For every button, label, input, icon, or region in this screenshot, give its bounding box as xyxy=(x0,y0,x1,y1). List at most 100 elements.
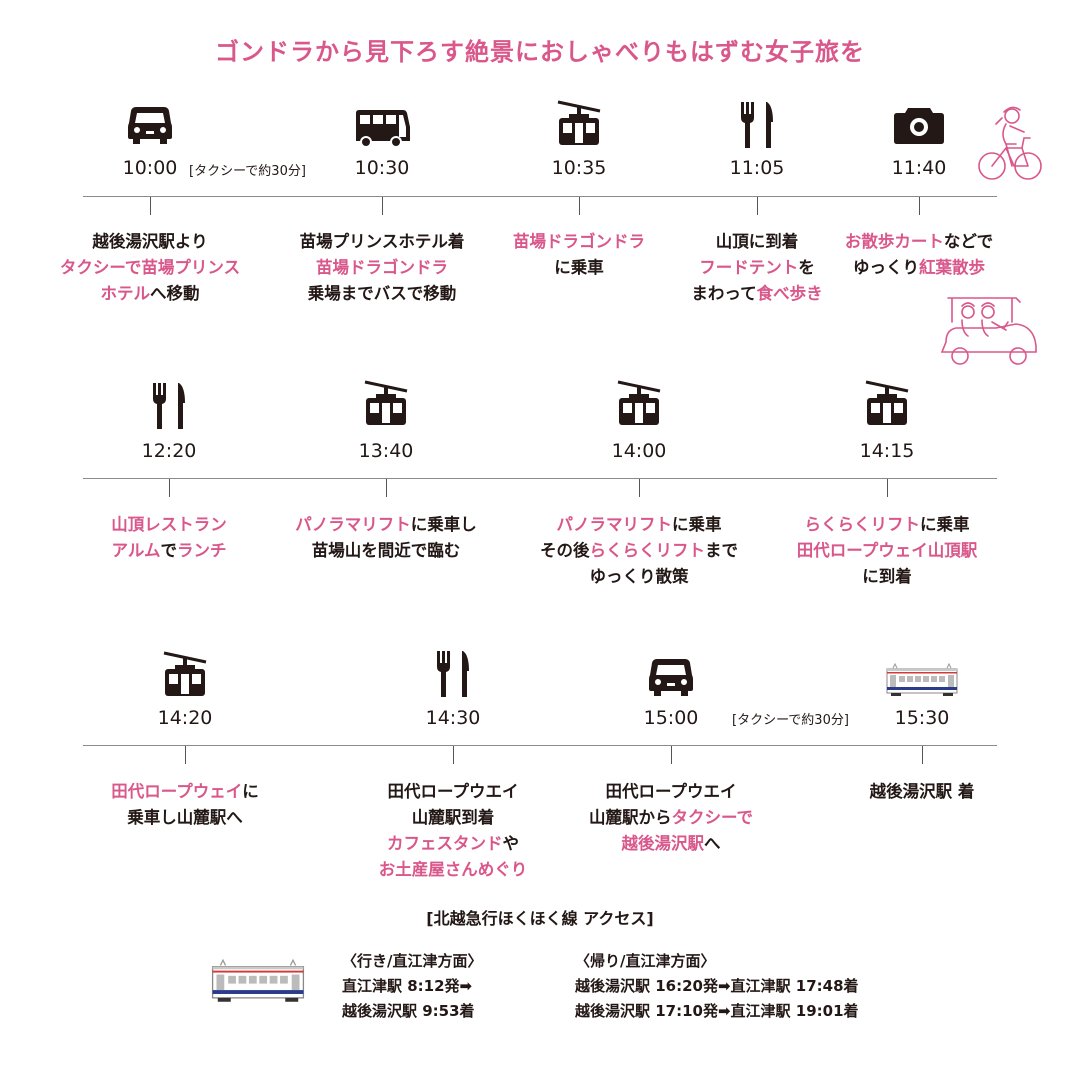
stop-time: 13:40 xyxy=(358,440,414,462)
description-line: 田代ロープウェイ山頂駅 xyxy=(747,538,1027,564)
highlight-text: 食べ歩き xyxy=(756,284,823,303)
stop-description: 苗場ドラゴンドラに乗車 xyxy=(439,229,719,281)
stop-description: 山頂に到着フードテントをまわって食べ歩き xyxy=(617,229,897,307)
description-line: 田代ロープウエイ xyxy=(531,779,811,805)
car-icon xyxy=(128,104,172,146)
description-line: 苗場ドラゴンドラ xyxy=(439,229,719,255)
highlight-text: らくらくリフト xyxy=(804,515,921,534)
plain-text: 山頂に到着 xyxy=(715,232,799,251)
description-line: に乗車 xyxy=(439,255,719,281)
train-icon xyxy=(210,955,306,1007)
description-line: パノラマリフトに乗車し xyxy=(246,512,526,538)
page-title: ゴンドラから見下ろす絶景におしゃべりもはずむ女子旅を xyxy=(215,38,865,66)
stop-description: 田代ロープウエイ山麓駅到着カフェスタンドやお土産屋さんめぐり xyxy=(313,779,593,883)
description-line: まわって食べ歩き xyxy=(617,281,897,307)
plain-text: で xyxy=(160,541,178,560)
timeline-tick xyxy=(150,197,151,215)
plain-text: その後 xyxy=(540,541,590,560)
train-icon xyxy=(885,660,959,700)
plain-text: などで xyxy=(943,232,994,251)
highlight-text: 越後湯沢駅 xyxy=(621,834,705,853)
description-line: ゆっくり紅葉散歩 xyxy=(779,255,1059,281)
description-line: 山頂に到着 xyxy=(617,229,897,255)
stop-description: 越後湯沢駅 着 xyxy=(782,779,1062,805)
highlight-text: アルム xyxy=(111,541,161,560)
timeline-tick xyxy=(922,746,923,764)
highlight-text: 田代ロープウェイ山頂駅 xyxy=(796,541,978,560)
timeline-tick xyxy=(453,746,454,764)
stop-time: 10:35 xyxy=(551,157,607,179)
return-line: 越後湯沢駅 17:10発➡直江津駅 19:01着 xyxy=(575,1002,859,1020)
plain-text: に乗車 xyxy=(920,515,970,534)
timeline-tick xyxy=(386,479,387,497)
highlight-text: パノラマリフト xyxy=(556,515,673,534)
description-line: 乗場までバスで移動 xyxy=(242,281,522,307)
stop-description: 山頂レストランアルムでランチ xyxy=(29,512,309,564)
plain-text: に xyxy=(242,782,259,801)
gondola-icon xyxy=(617,380,661,426)
stop-description: 田代ロープウェイに乗車し山麓駅へ xyxy=(45,779,325,831)
plain-text: 山麓駅から xyxy=(588,808,672,827)
description-line: らくらくリフトに乗車 xyxy=(747,512,1027,538)
timeline-tick xyxy=(169,479,170,497)
timeline-tick xyxy=(185,746,186,764)
plain-text: 苗場プリンスホテル着 xyxy=(299,232,465,251)
plain-text: や xyxy=(502,834,520,853)
plain-text: ゆっくり xyxy=(853,258,919,277)
highlight-text: パノラマリフト xyxy=(295,515,411,534)
bus-icon xyxy=(354,109,410,149)
plain-text: 乗車し山麓駅へ xyxy=(127,808,243,827)
stop-time: 11:40 xyxy=(891,157,947,179)
plain-text: まで xyxy=(705,541,738,560)
description-line: 田代ロープウエイ xyxy=(313,779,593,805)
description-line: ホテルへ移動 xyxy=(10,281,290,307)
highlight-text: 苗場ドラゴンドラ xyxy=(513,232,645,251)
highlight-text: ランチ xyxy=(177,541,227,560)
description-line: 山麓駅からタクシーで xyxy=(531,805,811,831)
description-line: 田代ロープウェイに xyxy=(45,779,325,805)
description-line: タクシーで苗場プリンス xyxy=(10,255,290,281)
return-heading: 〈帰り/直江津方面〉 xyxy=(575,952,716,970)
highlight-text: 山頂レストラン xyxy=(111,515,227,534)
description-line: 苗場山を間近で臨む xyxy=(246,538,526,564)
gondola-icon xyxy=(557,100,601,146)
description-line: 苗場ドラゴンドラ xyxy=(242,255,522,281)
access-outbound: 〈行き/直江津方面〉 直江津駅 8:12発➡ 越後湯沢駅 9:53着 xyxy=(342,949,482,1024)
description-line: 越後湯沢駅より xyxy=(10,229,290,255)
highlight-text: タクシーで苗場プリンス xyxy=(59,258,241,277)
highlight-text: お散歩カート xyxy=(844,232,944,251)
highlight-text: らくらくリフト xyxy=(589,541,706,560)
camera-icon xyxy=(894,104,944,144)
plain-text: 乗場までバスで移動 xyxy=(307,284,457,303)
description-line: 苗場プリンスホテル着 xyxy=(242,229,522,255)
timeline-axis xyxy=(83,745,997,746)
plain-text: に乗車し xyxy=(410,515,477,534)
description-line: ゆっくり散策 xyxy=(499,564,779,590)
plain-text: に乗車 xyxy=(554,258,604,277)
car-icon xyxy=(649,656,693,698)
outbound-heading: 〈行き/直江津方面〉 xyxy=(342,952,483,970)
stop-time: 11:05 xyxy=(729,157,785,179)
description-line: に到着 xyxy=(747,564,1027,590)
stop-description: お散歩カートなどでゆっくり紅葉散歩 xyxy=(779,229,1059,281)
plain-text: 苗場山を間近で臨む xyxy=(311,541,461,560)
gondola-icon xyxy=(163,651,207,697)
stop-time: 14:20 xyxy=(157,707,213,729)
stop-time: 15:30 xyxy=(894,707,950,729)
gondola-icon xyxy=(865,380,909,426)
highlight-text: 苗場ドラゴンドラ xyxy=(316,258,448,277)
fork-knife-icon xyxy=(739,100,775,150)
stop-time: 14:30 xyxy=(425,707,481,729)
plain-text: に乗車 xyxy=(672,515,722,534)
cyclist-illustration-icon xyxy=(978,106,1042,180)
description-line: 越後湯沢駅 着 xyxy=(782,779,1062,805)
stop-time: 10:30 xyxy=(354,157,410,179)
plain-text: を xyxy=(798,258,815,277)
plain-text: 田代ロープウエイ xyxy=(387,782,519,801)
timeline-axis xyxy=(83,196,997,197)
description-line: 乗車し山麓駅へ xyxy=(45,805,325,831)
stop-description: パノラマリフトに乗車その後らくらくリフトまでゆっくり散策 xyxy=(499,512,779,590)
access-return: 〈帰り/直江津方面〉 越後湯沢駅 16:20発➡直江津駅 17:48着 越後湯沢… xyxy=(575,949,859,1024)
plain-text: 山麓駅到着 xyxy=(411,808,495,827)
description-line: 山麓駅到着 xyxy=(313,805,593,831)
